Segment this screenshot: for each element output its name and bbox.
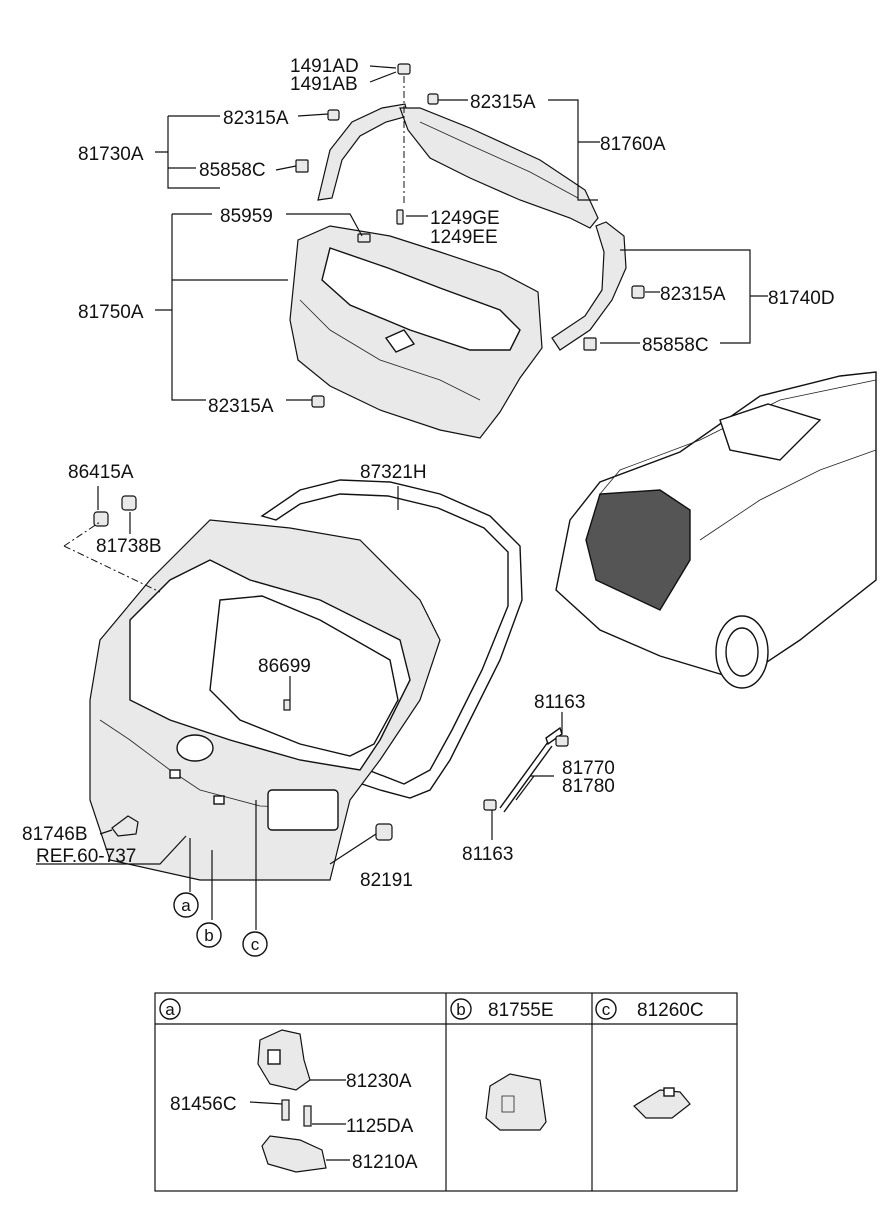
detail-table: a b 81755E c 81260C 81230A 81456C 1125DA… (154, 992, 738, 1192)
table-key-b: b (456, 1000, 465, 1019)
clip-icon (311, 395, 325, 408)
label-81730A: 81730A (78, 144, 144, 165)
label-86699: 86699 (258, 656, 311, 677)
label-81740D: 81740D (768, 288, 835, 309)
label-81163: 81163 (534, 692, 585, 713)
label-81780: 81780 (562, 776, 615, 797)
label-81163: 81163 (462, 844, 513, 865)
label-ref-60-737: REF.60-737 (36, 846, 136, 867)
bolt-icon (303, 1105, 312, 1127)
label-86415A: 86415A (68, 462, 134, 483)
clip-icon (427, 93, 439, 105)
screw-icon (396, 209, 404, 225)
striker-drawing (261, 1135, 327, 1173)
bumper-icon (375, 823, 393, 841)
lamp-drawing (633, 1087, 691, 1119)
clip-icon (583, 337, 597, 351)
label-82191: 82191 (360, 870, 413, 891)
label-81738B: 81738B (96, 536, 162, 557)
label-82315A: 82315A (208, 396, 274, 417)
bracket-icon (111, 815, 139, 837)
bumper-stop-icon (93, 511, 109, 527)
side-trim-right-drawing (551, 221, 627, 351)
label-81746B: 81746B (22, 824, 88, 845)
label-85858C: 85858C (199, 160, 266, 181)
clip-icon (295, 159, 309, 173)
bolt-icon (281, 1099, 290, 1121)
label-1491AD: 1491AD (290, 56, 359, 77)
upper-trim-group (155, 63, 768, 439)
label-87321H: 87321H (360, 462, 427, 483)
label-82315A: 82315A (470, 92, 536, 113)
table-part-81260C: 81260C (637, 1000, 704, 1021)
bumper-stop-icon (121, 495, 137, 511)
switch-drawing (485, 1073, 547, 1131)
label-81770: 81770 (562, 758, 615, 779)
label-81750A: 81750A (78, 302, 144, 323)
bolt-icon (283, 699, 291, 711)
clip-icon (327, 109, 340, 121)
table-part-81210A: 81210A (352, 1152, 418, 1173)
label-1249GE: 1249GE (430, 208, 500, 229)
emblem-drawing (176, 734, 214, 762)
table-key-a: a (165, 1000, 175, 1019)
label-1491AB: 1491AB (290, 74, 358, 95)
table-key-c: c (602, 1000, 611, 1019)
callout-a-letter: a (181, 896, 191, 915)
handle-recess-drawing (384, 329, 416, 353)
tailgate-group (36, 479, 569, 930)
label-82315A: 82315A (660, 284, 726, 305)
table-part-81755E: 81755E (488, 1000, 554, 1021)
ball-stud-icon (483, 799, 497, 811)
screw-icon (357, 233, 371, 243)
label-1249EE: 1249EE (430, 227, 498, 248)
label-85959: 85959 (220, 206, 273, 227)
table-part-81230A: 81230A (346, 1071, 412, 1092)
latch-drawing (257, 1029, 311, 1091)
table-part-1125DA: 1125DA (346, 1116, 414, 1137)
upper-trim-drawing (399, 107, 599, 229)
label-81760A: 81760A (600, 134, 666, 155)
callout-c-letter: c (251, 935, 260, 954)
ball-stud-icon (555, 735, 569, 747)
label-82315A: 82315A (223, 108, 289, 129)
vehicle-illustration (555, 371, 877, 689)
table-part-81456C: 81456C (170, 1094, 237, 1115)
callout-c: c (242, 931, 268, 957)
label-85858C: 85858C (642, 335, 709, 356)
callout-b-letter: b (204, 926, 213, 945)
clip-icon (397, 63, 411, 75)
callout-a: a (173, 892, 199, 918)
gas-strut-drawing (499, 726, 563, 813)
clip-icon (631, 285, 645, 299)
callout-b: b (196, 922, 222, 948)
